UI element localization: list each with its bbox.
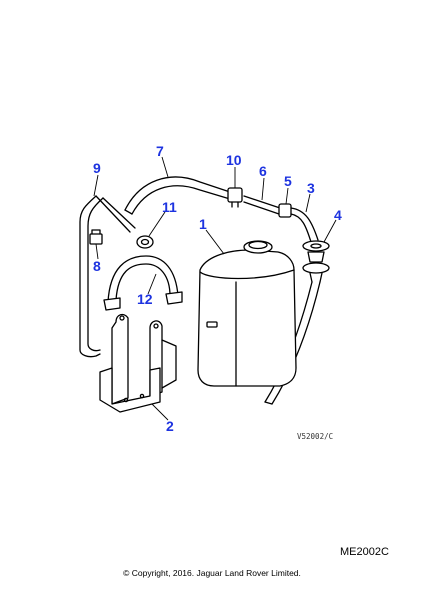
strap-part-12 (107, 255, 179, 303)
pump-part-4-washer-top (302, 240, 330, 252)
copyright-notice: © Copyright, 2016. Jaguar Land Rover Lim… (123, 568, 301, 578)
clip-part-8-detail (91, 229, 101, 235)
bracket-part-2-flange (161, 339, 177, 389)
bracket-part-2-base (99, 367, 161, 413)
reservoir-part-1-neck (243, 240, 273, 254)
leader-1 (205, 229, 225, 255)
grommet-part-11-hole (140, 238, 150, 246)
tube-part-7-end (124, 209, 133, 215)
pipe-part-3 (290, 207, 319, 243)
strap-part-12-foot-left (103, 297, 121, 311)
callout-4: 4 (334, 207, 342, 223)
leader-5 (285, 187, 289, 205)
hose-part-9-end (95, 195, 136, 233)
callout-8: 8 (93, 258, 101, 274)
callout-6: 6 (259, 163, 267, 179)
leader-11 (148, 211, 166, 237)
connector-part-5 (278, 203, 292, 218)
callout-1: 1 (199, 216, 207, 232)
callout-9: 9 (93, 160, 101, 176)
bracket-part-2-hole-3 (123, 397, 129, 403)
leader-3 (305, 193, 311, 213)
reservoir-part-1-shoulder (199, 269, 295, 280)
clip-part-8 (89, 233, 103, 245)
reservoir-part-1-slot (206, 321, 218, 328)
reservoir-part-1-cap (248, 240, 268, 250)
pump-part-4-body (307, 251, 325, 263)
callout-11: 11 (162, 199, 177, 215)
leader-2 (151, 403, 169, 421)
callout-7: 7 (156, 143, 164, 159)
bracket-part-2-hole-4 (139, 393, 145, 399)
diagram-code: ME2002C (340, 546, 389, 558)
pump-part-4-stem (309, 272, 323, 283)
callout-5: 5 (284, 173, 292, 189)
hose-part-9-inner (87, 197, 104, 352)
bracket-part-2-hole-2 (153, 323, 159, 329)
leader-12 (147, 273, 157, 295)
pump-part-4-washer-bottom (302, 262, 330, 274)
leader-8 (95, 243, 99, 260)
strap-part-12-foot-right (165, 291, 183, 305)
strap-part-12-inner (115, 263, 171, 301)
bracket-part-2-hole-1 (119, 315, 125, 321)
reservoir-part-1 (197, 249, 297, 387)
pump-part-4-washer-hole (310, 243, 322, 249)
drawing-reference: V52002/C (297, 432, 333, 441)
connector-part-10-detail (231, 201, 239, 208)
leader-6 (261, 177, 265, 201)
callout-3: 3 (307, 180, 315, 196)
connector-part-10 (227, 187, 243, 203)
leader-9 (93, 174, 99, 197)
leader-4 (323, 219, 337, 243)
leader-7 (161, 156, 169, 178)
tube-part-7 (124, 176, 231, 211)
tube-part-7-inner (131, 185, 231, 215)
bracket-part-2 (111, 313, 129, 405)
callout-10: 10 (226, 152, 242, 168)
hose-part-9 (79, 195, 101, 358)
grommet-part-11 (136, 235, 154, 249)
pump-part-4-tube-end (264, 401, 273, 405)
tube-part-6 (243, 195, 281, 215)
callout-2: 2 (166, 418, 174, 434)
callout-12: 12 (137, 291, 153, 307)
